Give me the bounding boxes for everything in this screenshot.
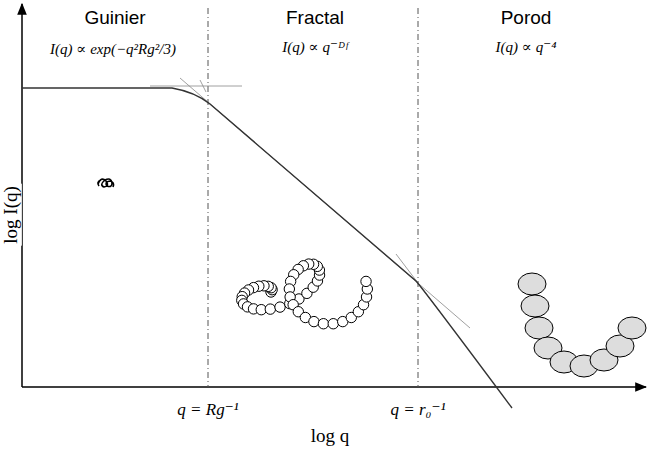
primary-particle	[521, 295, 549, 317]
crossover-label: q = r₀⁻¹	[388, 400, 447, 420]
regime-divider	[418, 8, 419, 387]
small-coil	[98, 179, 114, 187]
primary-particle	[518, 273, 546, 295]
primary-particle	[618, 317, 646, 339]
guinier-asymptote	[150, 86, 242, 87]
axis-title: log I(q)	[0, 184, 22, 246]
regime-divider	[208, 8, 209, 387]
regime-title: Guinier	[82, 7, 147, 29]
monomer-bead	[275, 302, 285, 312]
scattering-law: I(q) ∝ exp(−q²Rg²/3)	[48, 41, 178, 58]
regime-title: Fractal	[284, 7, 346, 29]
axis-title: log q	[309, 425, 352, 447]
crossover-label: q = Rg⁻¹	[175, 400, 240, 420]
porod-chain	[518, 273, 646, 377]
monomer-bead	[265, 304, 275, 314]
monomer-bead	[361, 276, 371, 286]
x-axis	[22, 386, 646, 388]
scattering-curve	[22, 88, 512, 408]
monomer-bead	[309, 316, 319, 326]
fractal-chain	[237, 259, 373, 329]
regime-title: Porod	[499, 7, 554, 29]
scattering-law: I(q) ∝ q⁻⁴	[494, 39, 559, 56]
monomer-bead	[328, 319, 338, 329]
primary-particle	[525, 317, 553, 339]
scattering-law: I(q) ∝ q⁻ᴰᶠ	[280, 39, 349, 56]
asymptote-tick	[200, 80, 206, 92]
monomer-bead	[318, 319, 328, 329]
